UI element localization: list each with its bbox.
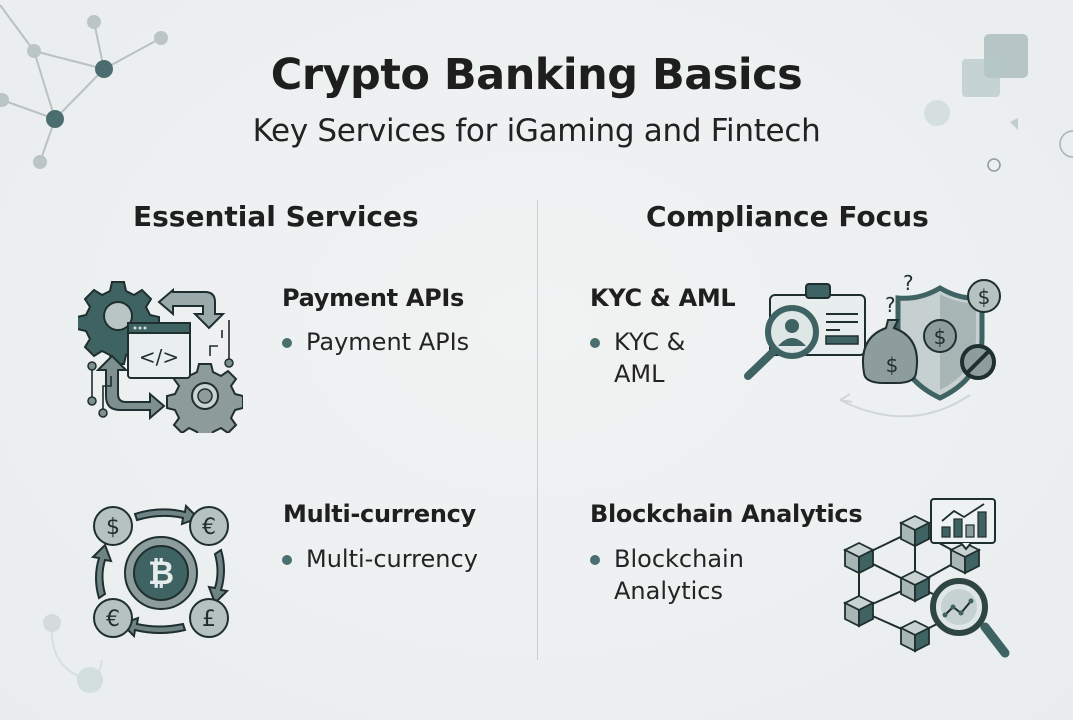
page-subtitle: Key Services for iGaming and Fintech — [252, 113, 821, 149]
blockchain-analytics-icon — [844, 498, 1010, 658]
svg-text:?: ? — [903, 271, 914, 295]
svg-text:$: $ — [978, 285, 991, 309]
dots-decoration-icon — [43, 614, 103, 693]
svg-text:$: $ — [886, 353, 899, 377]
squares-decoration-icon — [924, 34, 1073, 172]
essential-services-heading: Essential Services — [133, 200, 419, 233]
bullet-dot-icon — [282, 338, 292, 348]
kyc-aml-bullet: KYC & AML — [590, 326, 685, 390]
svg-text:£: £ — [202, 607, 216, 632]
bullet-dot-icon — [282, 555, 292, 565]
svg-text:₿: ₿ — [148, 554, 174, 592]
svg-text:</>: </> — [139, 345, 179, 369]
svg-text:$: $ — [106, 515, 120, 540]
kyc-aml-bullet-line-1: KYC & — [614, 328, 686, 356]
svg-text:€: € — [106, 607, 120, 632]
page-title: Crypto Banking Basics — [270, 50, 803, 100]
svg-text:?: ? — [885, 293, 896, 317]
bullet-dot-icon — [590, 338, 600, 348]
payment-apis-title: Payment APIs — [282, 284, 465, 312]
multi-currency-bullet-text: Multi-currency — [306, 545, 478, 573]
blockchain-analytics-bullet-line-2: Analytics — [614, 577, 723, 605]
kyc-aml-bullet-line-2: AML — [614, 360, 665, 388]
currency-exchange-bitcoin-icon: $ € £ € ₿ — [90, 503, 230, 639]
api-gears-code-icon: </> — [78, 281, 243, 433]
kyc-aml-shield-icon: $ $ $ ? ? — [744, 271, 1001, 418]
compliance-focus-heading: Compliance Focus — [646, 200, 929, 233]
blockchain-analytics-bullet-line-1: Blockchain — [614, 545, 744, 573]
multi-currency-bullet: Multi-currency — [282, 543, 478, 575]
multi-currency-title: Multi-currency — [283, 500, 476, 528]
svg-text:€: € — [202, 515, 216, 540]
payment-apis-bullet: Payment APIs — [282, 326, 469, 358]
column-divider — [537, 200, 538, 660]
network-decoration-icon — [0, 4, 168, 169]
svg-text:$: $ — [934, 325, 947, 349]
blockchain-analytics-bullet: Blockchain Analytics — [590, 543, 744, 607]
kyc-aml-title: KYC & AML — [590, 284, 736, 312]
bullet-dot-icon — [590, 555, 600, 565]
blockchain-analytics-title: Blockchain Analytics — [590, 500, 863, 528]
payment-apis-bullet-text: Payment APIs — [306, 328, 470, 356]
